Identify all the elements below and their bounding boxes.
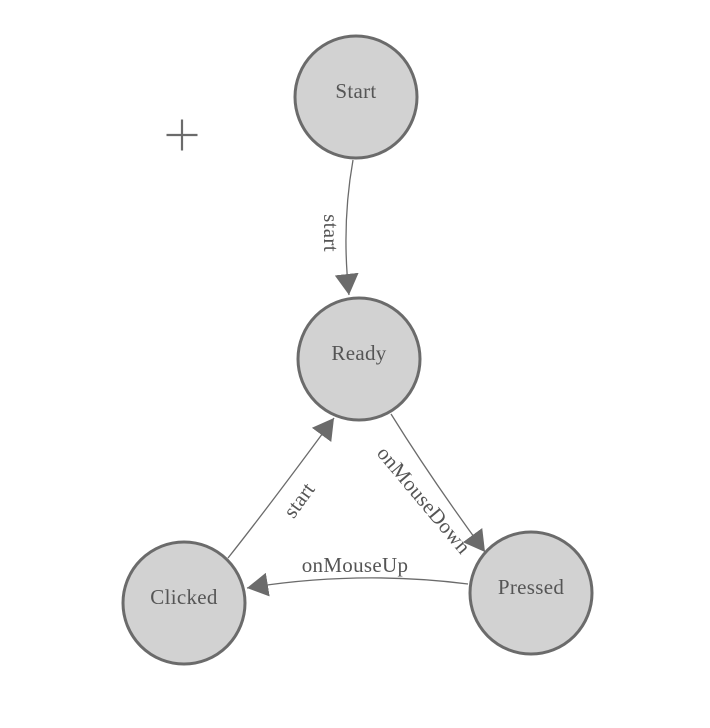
state-label: Start	[335, 79, 376, 103]
transition-pressed-to-clicked[interactable]: onMouseUp	[246, 553, 469, 597]
crosshair-cursor-icon	[166, 119, 198, 151]
transition-label: start	[319, 214, 343, 252]
transition-ready-to-pressed[interactable]: onMouseDown	[372, 413, 486, 559]
transition-label: onMouseUp	[302, 553, 409, 577]
state-node-pressed[interactable]: Pressed	[468, 530, 594, 656]
state-circle[interactable]	[293, 34, 419, 160]
transition-label: onMouseDown	[372, 441, 476, 558]
state-node-clicked[interactable]: Clicked	[121, 540, 247, 666]
state-label: Pressed	[498, 575, 564, 599]
state-circle[interactable]	[121, 540, 247, 666]
state-node-start[interactable]: Start	[293, 34, 419, 160]
state-label: Clicked	[150, 585, 218, 609]
state-circle[interactable]	[296, 296, 422, 422]
transition-line[interactable]	[227, 417, 335, 559]
state-node-ready[interactable]: Ready	[296, 296, 422, 422]
transition-clicked-to-ready[interactable]: start	[227, 417, 335, 559]
state-circle[interactable]	[468, 530, 594, 656]
transition-start-to-ready[interactable]: start	[319, 159, 359, 296]
state-label: Ready	[331, 341, 386, 365]
transition-line[interactable]	[334, 159, 359, 296]
transition-line[interactable]	[246, 572, 469, 597]
transition-line[interactable]	[390, 413, 486, 553]
